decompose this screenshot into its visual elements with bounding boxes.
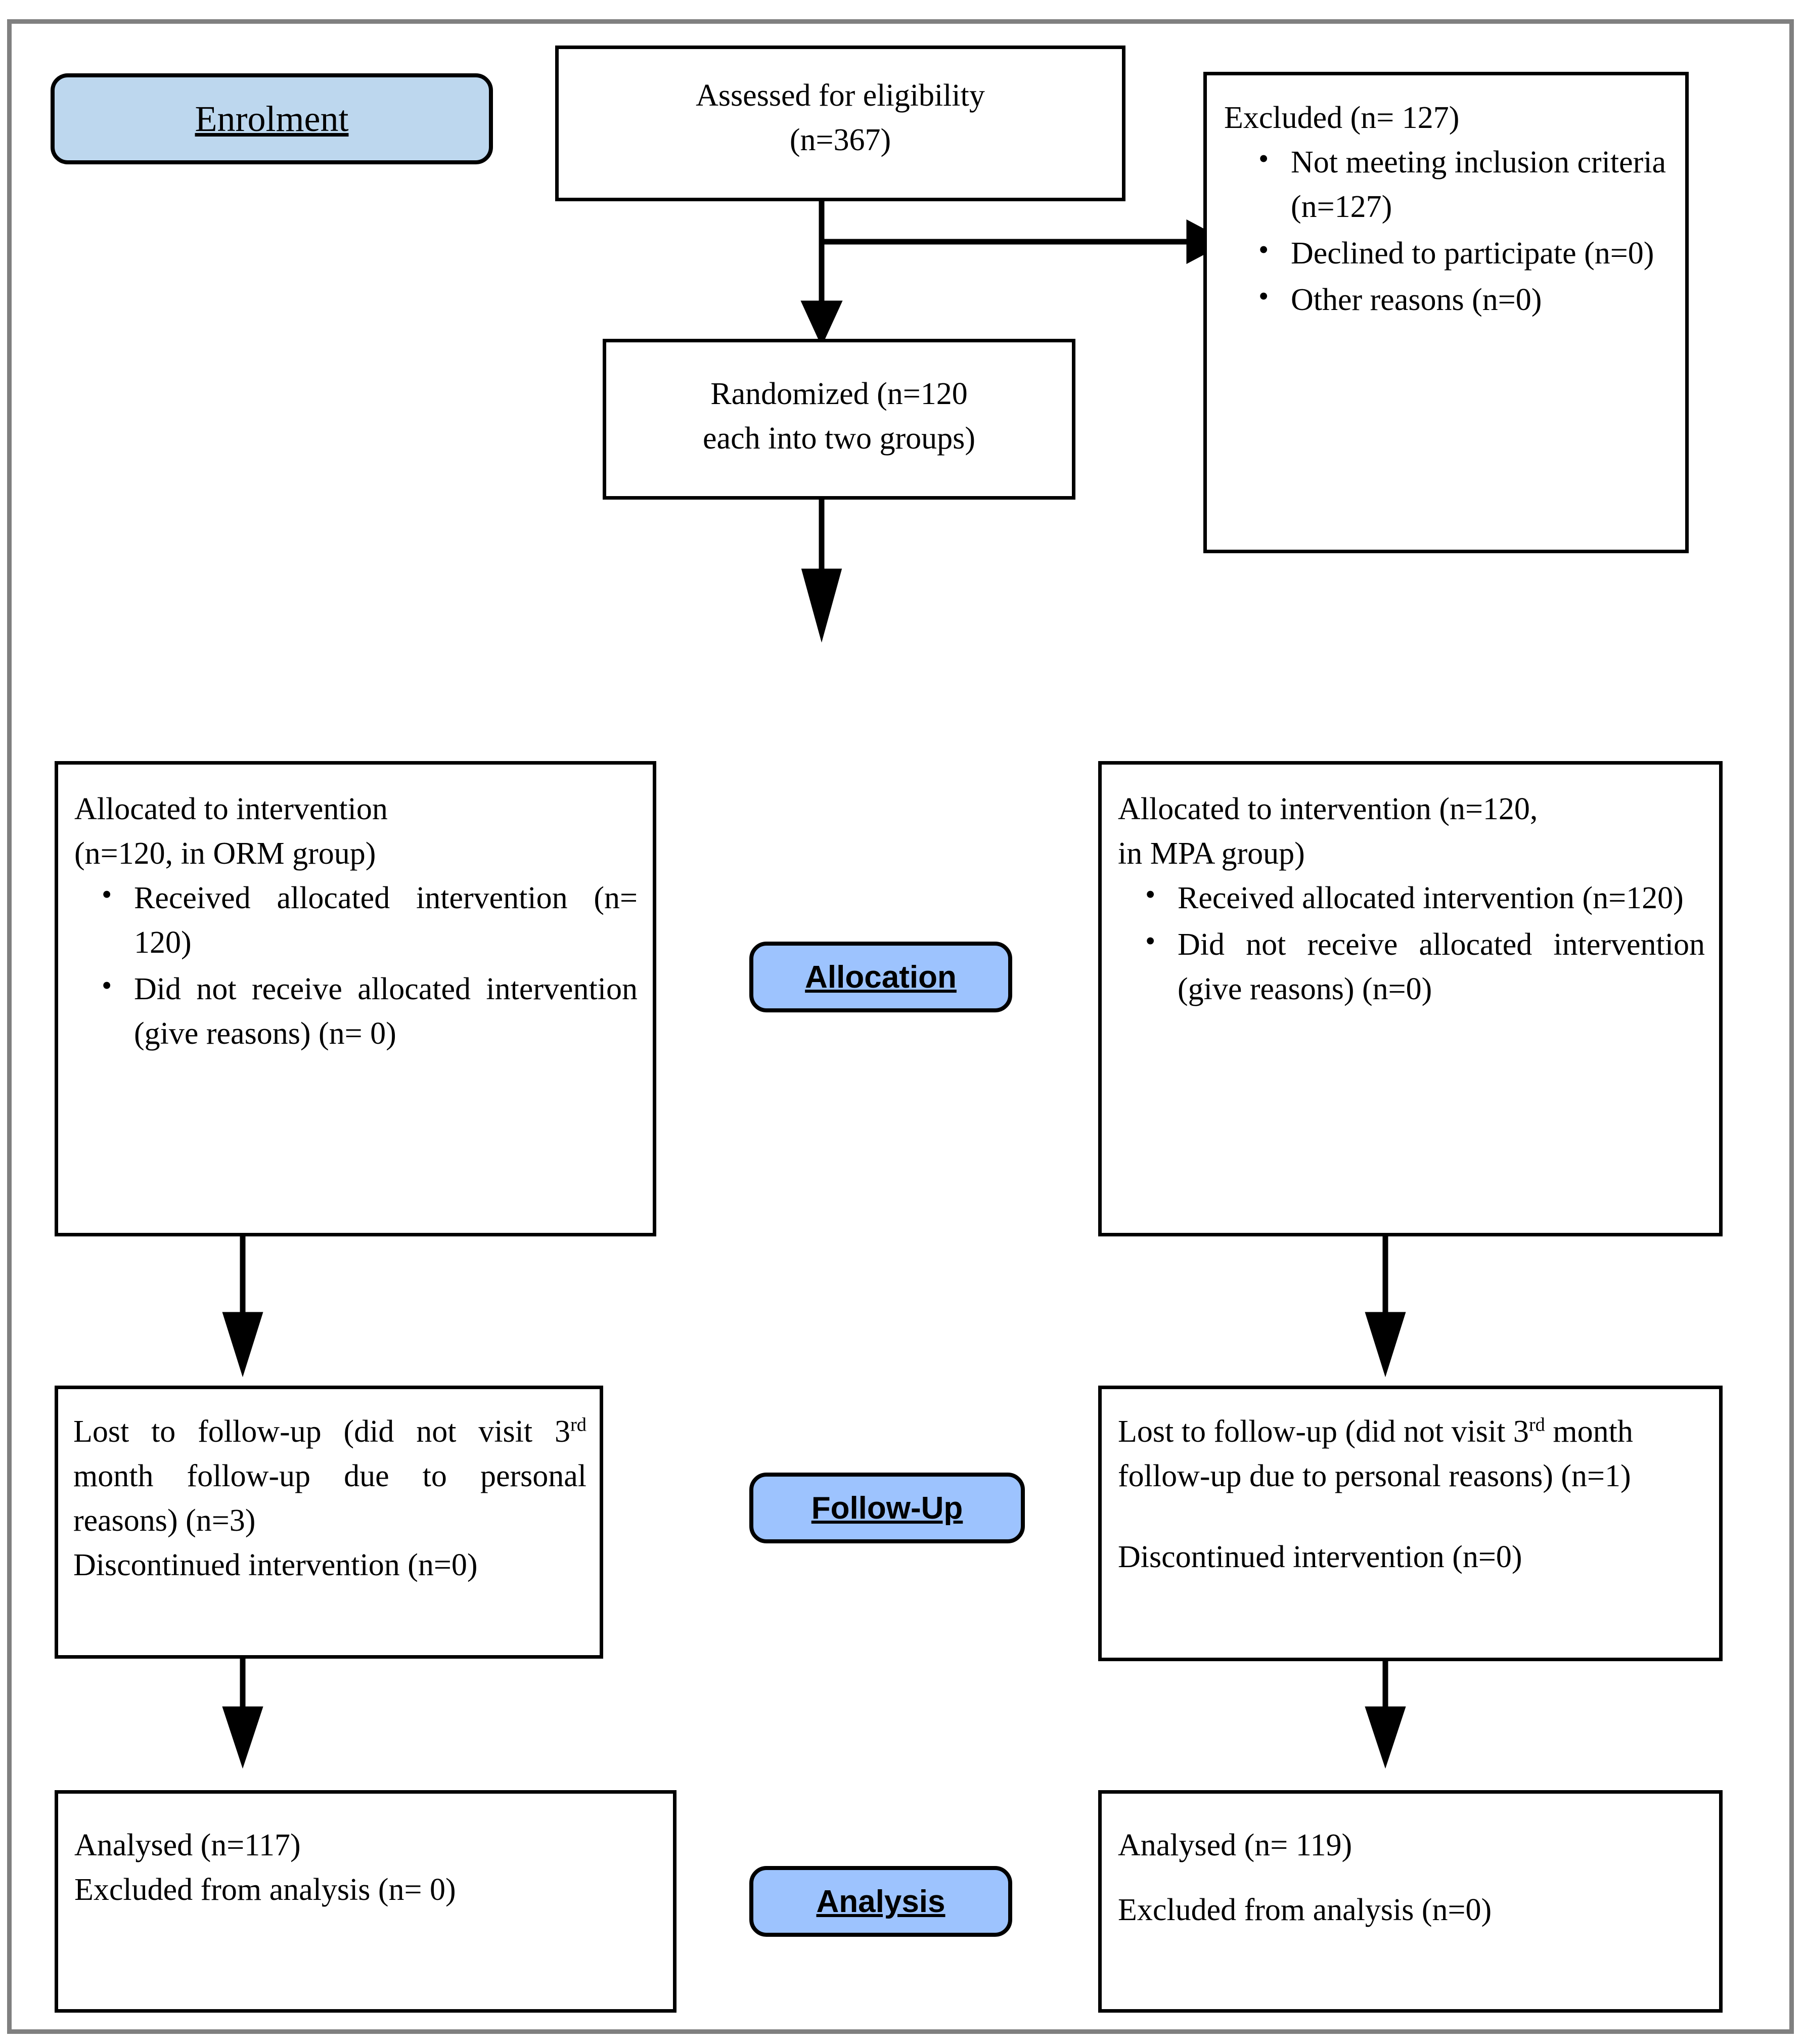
followup-mpa-lost: Lost to follow-up (did not visit 3rd mon… [1118, 1409, 1706, 1498]
assessed-line-1: Assessed for eligibility [696, 78, 985, 113]
analysis-orm-excluded: Excluded from analysis (n= 0) [74, 1873, 456, 1907]
box-followup-orm: Lost to follow-up (did not visit 3rd mon… [55, 1386, 603, 1659]
stage-label-allocation-text: Allocation [805, 959, 957, 995]
followup-mpa-lost-suffix: month follow-up due to personal reasons)… [1118, 1414, 1633, 1494]
box-excluded: Excluded (n= 127) Not meeting inclusion … [1203, 72, 1689, 553]
excluded-reasons-list: Not meeting inclusion criteria (n=127) D… [1224, 138, 1673, 322]
allocation-mpa-bullets: Received allocated intervention (n=120) … [1118, 874, 1705, 1011]
excluded-heading: Excluded (n= 127) [1224, 101, 1460, 135]
allocation-orm-bullet-item: Did not receive allocated intervention (… [102, 965, 638, 1056]
assessed-line-2: (n=367) [789, 123, 891, 158]
box-assessed-for-eligibility: Assessed for eligibility (n=367) [555, 46, 1125, 201]
allocation-mpa-heading-1: Allocated to intervention (n=120, [1118, 792, 1538, 826]
followup-mpa-lost-prefix: Lost to follow-up (did not visit 3 [1118, 1414, 1529, 1449]
allocation-mpa-heading-2: in MPA group) [1118, 836, 1305, 871]
followup-orm-lost: Lost to follow-up (did not visit 3rd mon… [73, 1409, 587, 1543]
allocation-mpa-bullet-item: Received allocated intervention (n=120) [1145, 874, 1705, 920]
stage-label-follow-up-text: Follow-Up [811, 1490, 963, 1526]
analysis-orm-analysed: Analysed (n=117) [74, 1828, 301, 1862]
analysis-mpa-analysed: Analysed (n= 119) [1118, 1828, 1352, 1862]
followup-orm-lost-prefix: Lost to follow-up (did not visit 3 [73, 1414, 570, 1449]
allocation-orm-bullet-item: Received allocated intervention (n= 120) [102, 874, 638, 965]
excluded-reason-item: Declined to participate (n=0) [1258, 229, 1673, 276]
randomized-line-1: Randomized (n=120 [710, 377, 968, 411]
stage-label-allocation: Allocation [749, 942, 1012, 1012]
followup-mpa-lost-sup: rd [1528, 1414, 1545, 1436]
stage-label-enrolment: Enrolment [51, 73, 493, 164]
allocation-orm-bullets: Received allocated intervention (n= 120)… [74, 874, 638, 1056]
followup-orm-lost-sup: rd [570, 1414, 587, 1436]
box-allocation-mpa: Allocated to intervention (n=120, in MPA… [1098, 761, 1723, 1236]
randomized-line-2: each into two groups) [703, 421, 975, 456]
stage-label-analysis-text: Analysis [816, 1884, 945, 1919]
allocation-mpa-bullet-item: Did not receive allocated intervention (… [1145, 920, 1705, 1011]
followup-orm-lost-suffix: month follow-up due to personal reasons)… [73, 1459, 587, 1538]
box-randomized: Randomized (n=120 each into two groups) [603, 339, 1075, 500]
box-analysis-orm: Analysed (n=117) Excluded from analysis … [55, 1790, 676, 2013]
box-allocation-orm: Allocated to intervention (n=120, in ORM… [55, 761, 656, 1236]
stage-label-enrolment-text: Enrolment [195, 98, 349, 139]
stage-label-follow-up: Follow-Up [749, 1473, 1025, 1543]
allocation-orm-heading-1: Allocated to intervention [74, 792, 388, 826]
allocation-orm-heading-2: (n=120, in ORM group) [74, 836, 376, 871]
diagram-outer-frame [7, 19, 1794, 2034]
stage-label-analysis: Analysis [749, 1866, 1012, 1937]
box-analysis-mpa: Analysed (n= 119) Excluded from analysis… [1098, 1790, 1723, 2013]
excluded-reason-item: Other reasons (n=0) [1258, 276, 1673, 322]
excluded-reason-item: Not meeting inclusion criteria (n=127) [1258, 138, 1673, 229]
analysis-mpa-excluded: Excluded from analysis (n=0) [1118, 1893, 1492, 1928]
box-followup-mpa: Lost to follow-up (did not visit 3rd mon… [1098, 1386, 1723, 1661]
followup-orm-discontinued: Discontinued intervention (n=0) [73, 1548, 478, 1583]
followup-mpa-discontinued: Discontinued intervention (n=0) [1118, 1540, 1522, 1575]
